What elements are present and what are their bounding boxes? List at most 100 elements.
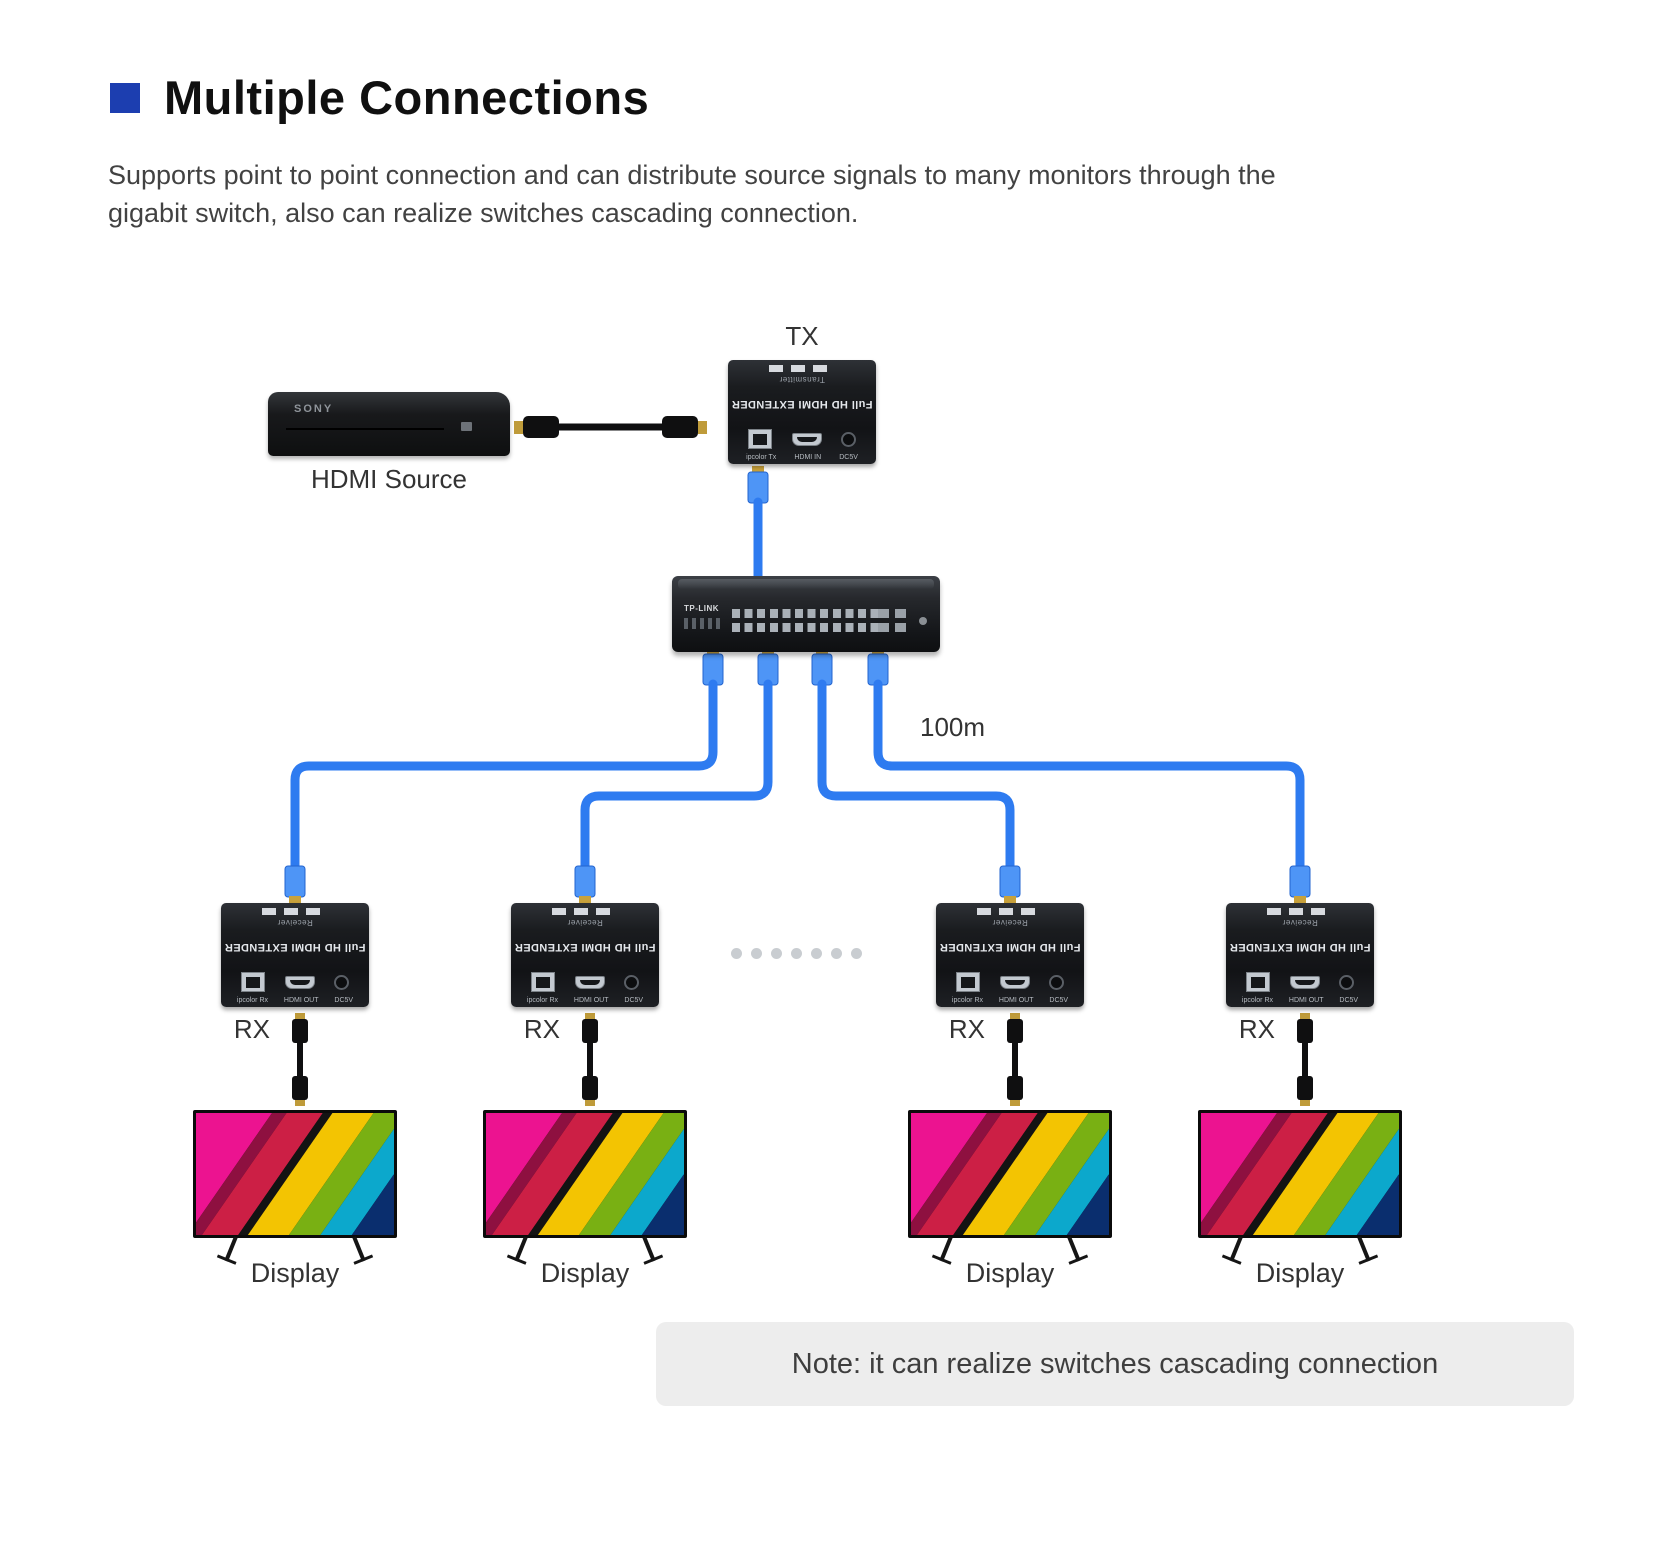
rj45-port <box>1245 972 1270 992</box>
lan-port-label: ipcolor Rx <box>526 997 559 1004</box>
rx-extender-1: Receiver Full HD HDMI EXTENDER ipcolor R… <box>221 903 369 1007</box>
display-tv-2 <box>483 1110 687 1266</box>
extender-leds <box>977 908 1043 915</box>
ethernet-cable-switch-rx-1 <box>284 648 724 903</box>
extender-port-labels: ipcolor Rx HDMI OUT DC5V <box>1226 997 1374 1004</box>
extender-ports <box>728 429 876 449</box>
ethernet-cable-tx-switch <box>747 466 769 587</box>
extender-title: Full HD HDMI EXTENDER <box>939 941 1081 953</box>
extender-leds <box>262 908 328 915</box>
switch-brand: TP-LINK <box>684 604 720 613</box>
extender-title: Full HD HDMI EXTENDER <box>514 941 656 953</box>
hdmi-port <box>791 432 822 446</box>
extender-subtitle: Transmitter <box>779 375 825 384</box>
display-label-1: Display <box>250 1258 340 1288</box>
lan-port-label: ipcolor Rx <box>1241 997 1274 1004</box>
rx-label-4: RX <box>1238 1014 1275 1044</box>
extender-ports <box>936 972 1084 992</box>
tv-screen <box>1198 1110 1402 1238</box>
display-tv-3 <box>908 1110 1112 1266</box>
extender-subtitle: Receiver <box>1282 918 1318 927</box>
extender-subtitle: Receiver <box>567 918 603 927</box>
hdmi-cable-source-tx <box>514 416 707 438</box>
extender-leds <box>1267 908 1333 915</box>
tv-screen <box>193 1110 397 1238</box>
hdmi-cable-rx-display-3 <box>1007 1013 1023 1106</box>
extender-leds <box>552 908 618 915</box>
extender-ports <box>511 972 659 992</box>
lan-port-label: ipcolor Rx <box>951 997 984 1004</box>
rj45-port <box>530 972 555 992</box>
player-brand: SONY <box>294 403 334 415</box>
gigabit-switch: TP-LINK <box>672 576 940 652</box>
hdmi-source-label: HDMI Source <box>310 464 468 494</box>
hdmi-port <box>574 975 605 989</box>
hdmi-port <box>284 975 315 989</box>
ethernet-cable-switch-rx-3 <box>811 648 1021 903</box>
hdmi-cable-rx-display-4 <box>1297 1013 1313 1106</box>
lan-port-label: ipcolor Rx <box>236 997 269 1004</box>
hdmi-port <box>1289 975 1320 989</box>
extender-port-labels: ipcolor Tx HDMI IN DC5V <box>728 454 876 461</box>
tv-stand <box>483 1236 687 1266</box>
switch-port-grid <box>732 609 884 637</box>
section-header: Multiple Connections <box>110 70 649 125</box>
tv-screen <box>483 1110 687 1238</box>
dc-power-port <box>1049 974 1065 990</box>
hdmi-port-label: HDMI OUT <box>283 997 319 1004</box>
distance-label: 100m <box>920 712 986 742</box>
rx-label-2: RX <box>523 1014 560 1044</box>
rx-extender-4: Receiver Full HD HDMI EXTENDER ipcolor R… <box>1226 903 1374 1007</box>
tv-stand <box>1198 1236 1402 1266</box>
tx-extender: Transmitter Full HD HDMI EXTENDER ipcolo… <box>728 360 876 464</box>
power-port-label: DC5V <box>334 997 354 1004</box>
extender-port-labels: ipcolor Rx HDMI OUT DC5V <box>221 997 369 1004</box>
extender-subtitle: Receiver <box>992 918 1028 927</box>
hdmi-source-player: SONY <box>268 392 510 456</box>
display-label-2: Display <box>540 1258 630 1288</box>
ellipsis-dots <box>731 948 862 959</box>
dc-power-port <box>841 431 857 447</box>
rj45-port <box>240 972 265 992</box>
dc-power-port <box>334 974 350 990</box>
disc-slot <box>286 428 444 430</box>
accent-square <box>110 82 140 113</box>
display-tv-4 <box>1198 1110 1402 1266</box>
power-port-label: DC5V <box>839 454 858 461</box>
hdmi-cable-rx-display-2 <box>582 1013 598 1106</box>
extender-title: Full HD HDMI EXTENDER <box>224 941 366 953</box>
hdmi-port-label: HDMI IN <box>794 454 822 461</box>
rx-extender-2: Receiver Full HD HDMI EXTENDER ipcolor R… <box>511 903 659 1007</box>
rj45-port <box>955 972 980 992</box>
rj45-connector <box>752 466 764 473</box>
dc-power-port <box>624 974 640 990</box>
rx-label-3: RX <box>948 1014 985 1044</box>
tv-stand <box>908 1236 1112 1266</box>
hdmi-port <box>999 975 1030 989</box>
extender-port-labels: ipcolor Rx HDMI OUT DC5V <box>936 997 1084 1004</box>
tx-label: TX <box>785 321 819 351</box>
extender-subtitle: Receiver <box>277 918 313 927</box>
hdmi-port-label: HDMI OUT <box>998 997 1034 1004</box>
extender-port-labels: ipcolor Rx HDMI OUT DC5V <box>511 997 659 1004</box>
rx-extender-3: Receiver Full HD HDMI EXTENDER ipcolor R… <box>936 903 1084 1007</box>
note-box: Note: it can realize switches cascading … <box>656 1322 1574 1406</box>
power-port-label: DC5V <box>624 997 644 1004</box>
hdmi-port-label: HDMI OUT <box>1288 997 1324 1004</box>
usb-port <box>461 422 472 431</box>
display-tv-1 <box>193 1110 397 1266</box>
power-port-label: DC5V <box>1049 997 1069 1004</box>
section-description: Supports point to point connection and c… <box>108 160 1276 229</box>
ethernet-cable-switch-rx-4 <box>867 648 1311 903</box>
rx-label-1: RX <box>233 1014 270 1044</box>
page-title: Multiple Connections <box>164 71 650 124</box>
extender-leds <box>769 365 835 372</box>
switch-reset-button <box>919 617 927 625</box>
switch-sfp-ports <box>878 609 908 637</box>
display-label-3: Display <box>965 1258 1055 1288</box>
ethernet-cable-switch-rx-2 <box>574 648 779 903</box>
extender-title: Full HD HDMI EXTENDER <box>1229 941 1371 953</box>
switch-leds <box>684 618 720 629</box>
lan-port-label: ipcolor Tx <box>746 454 777 461</box>
